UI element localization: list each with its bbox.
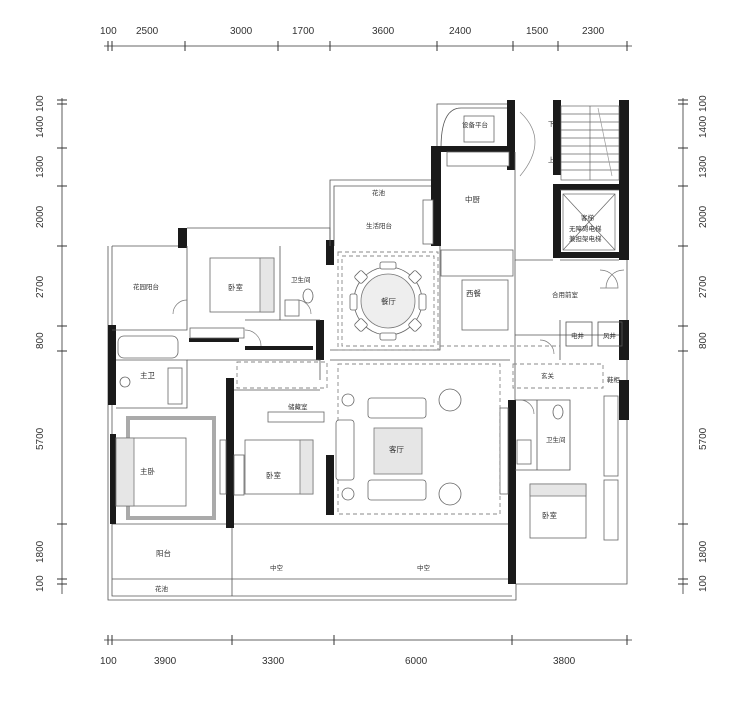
label-electric-shaft: 电井 bbox=[571, 331, 585, 340]
left-dim-6: 5700 bbox=[35, 427, 46, 450]
bed-icon-right bbox=[529, 395, 619, 541]
right-dim-7: 1800 bbox=[698, 540, 709, 563]
label-void-left: 中空 bbox=[270, 563, 284, 572]
top-dim-5: 2400 bbox=[449, 26, 472, 37]
left-dimension-line: 100 1400 1300 2000 2700 800 5700 1800 10… bbox=[35, 95, 67, 594]
sofa-icon bbox=[335, 388, 509, 506]
right-dim-6: 5700 bbox=[698, 427, 709, 450]
bottom-dimension-line: 100 3900 3300 6000 3800 bbox=[100, 635, 632, 667]
shaft-boxes bbox=[565, 321, 623, 347]
bottom-dim-4: 3800 bbox=[553, 656, 576, 667]
left-dim-3: 2000 bbox=[35, 205, 46, 228]
walls bbox=[108, 100, 629, 584]
stair-icon bbox=[519, 105, 620, 181]
label-service-balcony: 生活阳台 bbox=[366, 221, 392, 230]
label-western-kitchen: 西餐 bbox=[466, 289, 481, 298]
label-balcony: 阳台 bbox=[156, 548, 171, 558]
left-dim-0: 100 bbox=[35, 95, 46, 112]
right-dim-2: 1300 bbox=[698, 155, 709, 178]
label-flower-bed-top: 花池 bbox=[372, 188, 386, 197]
label-bathroom-right: 卫生间 bbox=[546, 435, 566, 444]
label-chinese-kitchen: 中厨 bbox=[465, 194, 480, 204]
label-void-right: 中空 bbox=[417, 563, 431, 572]
kitchen-counter-icon bbox=[422, 115, 510, 245]
label-stair-down: 下 bbox=[548, 120, 555, 128]
room-labels: 设备平台 花池 生活阳台 中厨 下 上 客梯 无障碍电梯 兼担架电梯 花园阳台 … bbox=[133, 120, 621, 593]
master-bed-icon bbox=[115, 416, 227, 520]
top-dim-2: 3000 bbox=[230, 26, 253, 37]
bed-icon-top bbox=[189, 257, 275, 339]
label-shared-foyer: 合用前室 bbox=[552, 290, 579, 299]
toilet-icon bbox=[284, 288, 564, 465]
bottom-dim-0: 100 bbox=[100, 656, 117, 667]
right-dim-3: 2000 bbox=[698, 205, 709, 228]
bottom-dim-3: 6000 bbox=[405, 656, 428, 667]
label-master-bedroom: 主卧 bbox=[140, 466, 155, 476]
top-dim-1: 2500 bbox=[136, 26, 159, 37]
top-dim-3: 1700 bbox=[292, 26, 315, 37]
left-dim-4: 2700 bbox=[35, 275, 46, 298]
top-dim-6: 1500 bbox=[526, 26, 549, 37]
right-dim-5: 800 bbox=[698, 332, 709, 349]
label-stair-up: 上 bbox=[548, 155, 555, 164]
doors bbox=[172, 269, 625, 415]
elevator-icon bbox=[562, 193, 616, 251]
label-equipment-platform: 设备平台 bbox=[462, 120, 488, 129]
label-living-room: 客厅 bbox=[389, 444, 404, 454]
right-dimension-line: 100 1400 1300 2000 2700 800 5700 1800 10… bbox=[678, 95, 709, 594]
bed-icon-mid bbox=[233, 411, 325, 496]
label-elevator-2: 无障碍电梯 bbox=[569, 224, 602, 233]
top-dim-0: 100 bbox=[100, 26, 117, 37]
left-dim-2: 1300 bbox=[35, 155, 46, 178]
top-dim-7: 2300 bbox=[582, 26, 605, 37]
left-dim-7: 1800 bbox=[35, 540, 46, 563]
label-bedroom-right: 卧室 bbox=[542, 510, 557, 520]
kitchen-island-icon bbox=[440, 249, 514, 331]
left-dim-1: 1400 bbox=[35, 115, 46, 138]
label-shoe-cabinet: 鞋柜 bbox=[607, 375, 621, 384]
top-dimension-line: 100 2500 3000 1700 3600 2400 1500 2300 bbox=[100, 26, 632, 51]
bottom-dim-2: 3300 bbox=[262, 656, 285, 667]
right-dim-1: 1400 bbox=[698, 115, 709, 138]
label-elevator-3: 兼担架电梯 bbox=[569, 234, 602, 243]
right-dim-4: 2700 bbox=[698, 275, 709, 298]
bathtub-icon bbox=[117, 335, 183, 405]
left-dim-5: 800 bbox=[35, 332, 46, 349]
label-bathroom-top: 卫生间 bbox=[291, 275, 311, 284]
label-bedroom-mid: 卧室 bbox=[266, 470, 281, 480]
right-dim-8: 100 bbox=[698, 575, 709, 592]
right-dim-0: 100 bbox=[698, 95, 709, 112]
left-dim-8: 100 bbox=[35, 575, 46, 592]
label-entrance: 玄关 bbox=[541, 371, 555, 380]
bottom-dim-1: 3900 bbox=[154, 656, 177, 667]
label-storage: 储藏室 bbox=[288, 402, 308, 411]
label-elevator-1: 客梯 bbox=[581, 213, 595, 222]
label-master-bath: 主卫 bbox=[140, 370, 155, 380]
top-dim-4: 3600 bbox=[372, 26, 395, 37]
label-flower-bed-bottom: 花池 bbox=[155, 584, 169, 593]
label-air-shaft: 风井 bbox=[603, 331, 617, 340]
label-garden-balcony: 花园阳台 bbox=[133, 282, 159, 291]
label-bedroom-top: 卧室 bbox=[228, 282, 243, 292]
label-dining: 餐厅 bbox=[381, 297, 396, 306]
dining-table-icon bbox=[349, 261, 427, 341]
